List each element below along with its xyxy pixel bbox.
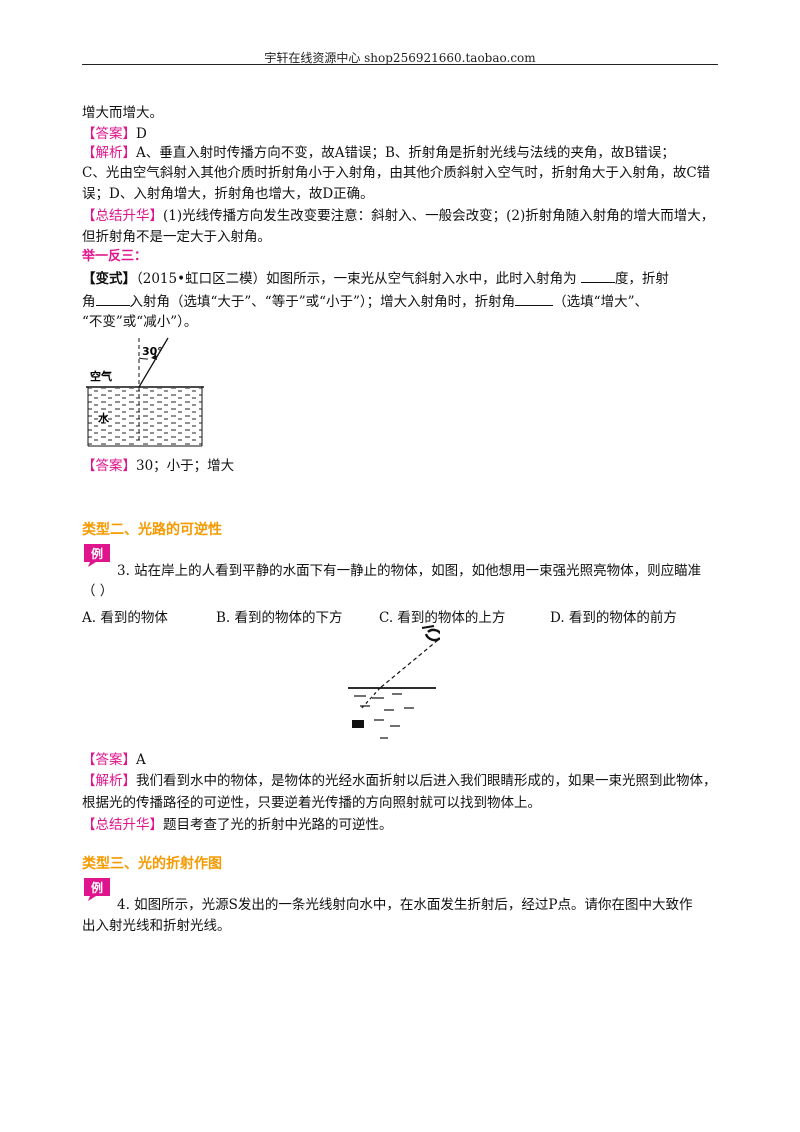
answer-tag: 【答案】 bbox=[82, 126, 136, 142]
option-a: A. 看到的物体 bbox=[82, 610, 168, 626]
variant-tag: 【变式】 bbox=[82, 271, 136, 287]
water-label: 水 bbox=[98, 411, 110, 425]
example-badge-icon: 例 bbox=[84, 878, 110, 901]
text-line: 增大而增大。 bbox=[82, 105, 163, 121]
refracted-line bbox=[359, 687, 381, 711]
summary-text: 题目考查了光的折射中光路的可逆性。 bbox=[163, 817, 393, 833]
analysis-3: 【解析】我们看到水中的物体，是物体的光经水面折射以后进入我们眼睛形成的，如果一束… bbox=[82, 773, 717, 789]
section-title-type2: 类型二、光路的可逆性 bbox=[82, 522, 222, 538]
answer-3: 【答案】A bbox=[82, 752, 146, 768]
eye-icon bbox=[424, 628, 440, 642]
page-header: 宇轩在线资源中心 shop256921660.taobao.com bbox=[264, 51, 536, 65]
question-4-line-2: 出入射光线和折射光线。 bbox=[82, 918, 231, 934]
analysis-1: 【解析】A、垂直入射时传播方向不变，故A错误；B、折射角是折射光线与法线的夹角，… bbox=[82, 145, 675, 161]
analysis-text: 我们看到水中的物体，是物体的光经水面折射以后进入我们眼睛形成的，如果一束光照到此… bbox=[136, 773, 717, 789]
variant-text: （选填“增大”、 bbox=[553, 294, 648, 310]
variant-text: 入射角（选填“大于”、“等于”或“小于”）；增大入射角时，折射角 bbox=[129, 294, 516, 310]
light-path-figure bbox=[348, 625, 440, 739]
variant-line-2: 角 入射角（选填“大于”、“等于”或“小于”）；增大入射角时，折射角 （选填“增大”… bbox=[82, 293, 648, 310]
answer-blank bbox=[95, 293, 130, 306]
summary-1-line-2: 但折射角不是一定大于入射角。 bbox=[82, 229, 271, 245]
angle-label: 30° bbox=[142, 345, 163, 358]
section-jyfs: 举一反三： bbox=[82, 249, 148, 264]
variant-text: （2015•虹口区二模）如图所示，一束光从空气斜射入水中，此时入射角为 bbox=[136, 271, 581, 287]
summary-text: (1)光线传播方向发生改变要注意：斜射入、一般会改变；(2)折射角随入射角的增大… bbox=[163, 208, 715, 224]
section-title-type3: 类型三、光的折射作图 bbox=[82, 856, 222, 872]
question-3: 3. 站在岸上的人看到平静的水面下有一静止的物体，如图，如他想用一束强光照亮物体… bbox=[117, 563, 702, 579]
option-d: D. 看到的物体的前方 bbox=[550, 610, 677, 626]
analysis-tag: 【解析】 bbox=[82, 145, 136, 161]
analysis-text: A、垂直入射时传播方向不变，故A错误；B、折射角是折射光线与法线的夹角，故B错误… bbox=[136, 145, 675, 161]
answer-tag: 【答案】 bbox=[82, 458, 136, 474]
question-4: 4. 如图所示，光源S发出的一条光线射向水中，在水面发生折射后，经过P点。请你在… bbox=[117, 897, 693, 913]
angle-arc bbox=[138, 357, 149, 360]
option-b: B. 看到的物体的下方 bbox=[216, 610, 343, 626]
analysis-tag: 【解析】 bbox=[82, 773, 136, 789]
analysis-3-line-2: 根据光的传播路径的可逆性，只要逆着光传播的方向照射就可以找到物体上。 bbox=[82, 795, 541, 811]
summary-1: 【总结升华】(1)光线传播方向发生改变要注意：斜射入、一般会改变；(2)折射角随… bbox=[82, 208, 714, 224]
summary-3: 【总结升华】题目考查了光的折射中光路的可逆性。 bbox=[82, 817, 393, 833]
analysis-1-line-2: C、光由空气斜射入其他介质时折射角小于入射角，由其他介质斜射入空气时，折射角大于… bbox=[82, 165, 711, 181]
option-c: C. 看到的物体的上方 bbox=[379, 610, 506, 626]
variant-line-3: “不变”或“减小”）。 bbox=[82, 314, 198, 330]
air-label: 空气 bbox=[90, 369, 112, 383]
answer-blank bbox=[580, 270, 615, 283]
answer-value: D bbox=[136, 126, 147, 142]
example-badge-icon: 例 bbox=[84, 544, 110, 567]
refraction-figure: 30° 空气 水 bbox=[86, 337, 204, 447]
water-region bbox=[88, 388, 202, 446]
answer-variant: 【答案】30；小于；增大 bbox=[82, 458, 234, 474]
arrow-icon bbox=[151, 354, 157, 360]
answer-tag: 【答案】 bbox=[82, 752, 136, 768]
sight-line bbox=[379, 639, 439, 689]
answer-blank bbox=[515, 293, 554, 306]
badge-label: 例 bbox=[91, 546, 103, 561]
badge-label: 例 bbox=[91, 880, 103, 895]
variant-text: 角 bbox=[82, 294, 96, 310]
variant-text: 度，折射 bbox=[614, 271, 669, 287]
object-shape bbox=[352, 720, 364, 728]
answer-value: A bbox=[136, 752, 146, 768]
answer-value: 30；小于；增大 bbox=[136, 458, 235, 474]
analysis-1-line-3: 误；D、入射角增大，折射角也增大，故D正确。 bbox=[82, 186, 374, 202]
summary-tag: 【总结升华】 bbox=[82, 208, 163, 224]
header-rule bbox=[82, 64, 718, 65]
variant-line-1: 【变式】（2015•虹口区二模）如图所示，一束光从空气斜射入水中，此时入射角为 … bbox=[82, 270, 669, 287]
summary-tag: 【总结升华】 bbox=[82, 817, 163, 833]
question-3-paren: （ ） bbox=[82, 583, 114, 599]
answer-1: 【答案】D bbox=[82, 126, 147, 142]
incident-ray bbox=[138, 337, 169, 388]
